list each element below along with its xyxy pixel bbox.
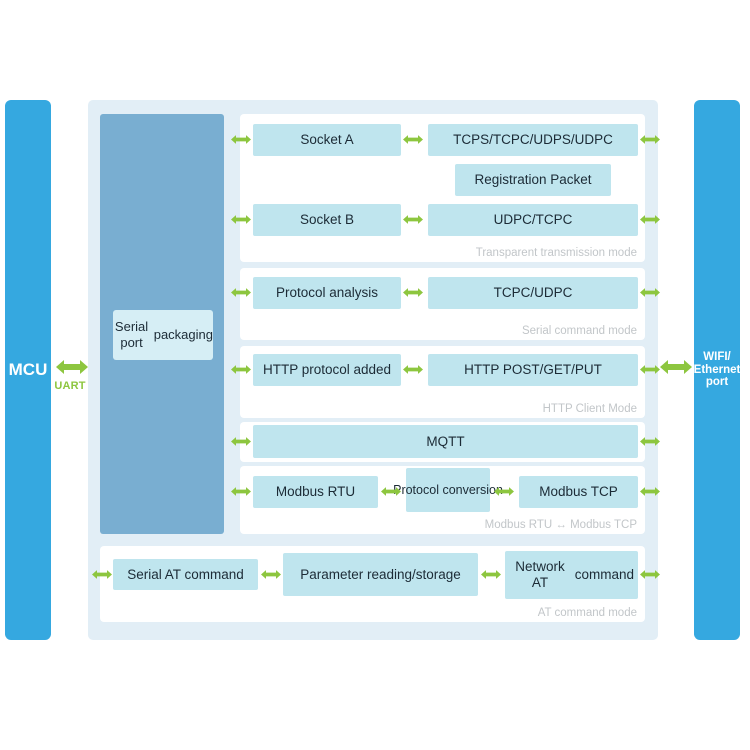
node-http-post-get-put[interactable]: HTTP POST/GET/PUT (428, 354, 638, 386)
mode-label-modbus: Modbus RTU ↔ Modbus TCP (484, 519, 637, 531)
wifi-ethernet-line-1: WIFI/ (703, 351, 731, 364)
node-modbus-tcp[interactable]: Modbus TCP (519, 476, 638, 508)
node-registration-packet[interactable]: Registration Packet (455, 164, 611, 196)
protocol-conversion-line-2: conversion (442, 482, 503, 497)
node-http-protocol-added[interactable]: HTTP protocol added (253, 354, 401, 386)
mode-label-at-command: AT command mode (537, 607, 637, 619)
protocol-conversion-line-1: Protocol (393, 482, 439, 497)
node-socket-b[interactable]: Socket B (253, 204, 401, 236)
node-protocol-analysis[interactable]: Protocol analysis (253, 277, 401, 309)
uart-connection-label: UART (54, 380, 86, 392)
node-tcps-tcpc-udps-udpc[interactable]: TCPS/TCPC/UDPS/UDPC (428, 124, 638, 156)
wifi-ethernet-label: WIFI/ Ethernet port (694, 351, 741, 388)
node-tcpc-udpc[interactable]: TCPC/UDPC (428, 277, 638, 309)
node-mqtt[interactable]: MQTT (253, 425, 638, 458)
node-modbus-rtu[interactable]: Modbus RTU (253, 476, 378, 508)
serial-port-packaging-line-2: packaging (153, 327, 213, 343)
network-at-command-line-1: Network AT (515, 559, 565, 590)
network-at-command-line-2: command (574, 567, 634, 583)
mode-label-http-client: HTTP Client Mode (542, 403, 637, 415)
serial-port-packaging-box: Serial port packaging (113, 310, 213, 360)
arrow-container-to-wifi-icon (660, 358, 692, 376)
mcu-label: MCU (8, 359, 48, 379)
node-serial-at-command[interactable]: Serial AT command (113, 559, 258, 590)
wifi-ethernet-line-3: port (705, 376, 729, 389)
mode-label-serial-command: Serial command mode (521, 325, 637, 337)
wifi-ethernet-port-bar: WIFI/ Ethernet port (694, 100, 740, 640)
node-socket-a[interactable]: Socket A (253, 124, 401, 156)
node-protocol-conversion[interactable]: Protocol conversion (393, 468, 503, 512)
node-parameter-reading-storage[interactable]: Parameter reading/storage (283, 553, 478, 596)
serial-port-packaging-line-1: Serial port (114, 319, 149, 350)
wifi-ethernet-line-2: Ethernet (693, 363, 741, 376)
mcu-port-bar: MCU (5, 100, 51, 640)
node-network-at-command[interactable]: Network AT command (505, 551, 638, 599)
node-udpc-tcpc[interactable]: UDPC/TCPC (428, 204, 638, 236)
mode-label-transparent-transmission: Transparent transmission mode (475, 247, 637, 259)
arrow-mcu-to-serial-icon (56, 358, 88, 376)
